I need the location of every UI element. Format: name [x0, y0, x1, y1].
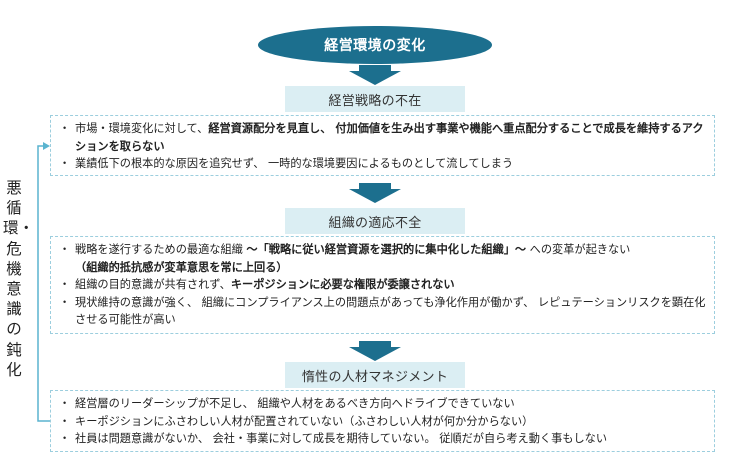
list-item: キーポジションにふさわしい人材が配置されていない（ふさわしい人材が何か分からない… [59, 413, 706, 431]
down-arrow-3 [349, 341, 401, 361]
stage-box-organization: 戦略を遂行するための最適な組織 ～「戦略に従い経営資源を選択的に集中化した組織」… [50, 236, 715, 334]
list-item: 現状維持の意識が強く、 組織にコンプライアンス上の問題点があっても浄化作用が働か… [59, 294, 706, 329]
list-item: 戦略を遂行するための最適な組織 ～「戦略に従い経営資源を選択的に集中化した組織」… [59, 241, 706, 276]
stage-header-strategy: 経営戦略の不在 [285, 86, 465, 112]
list-item: 市場・環境変化に対して、経営資源配分を見直し、 付加価値を生み出す事業や機能へ重… [59, 120, 706, 155]
list-item: 業績低下の根本的な原因を追究せず、 一時的な環境要因によるものとして流してしまう [59, 155, 706, 173]
list-item: 経営層のリーダーシップが不足し、 組織や人材をあるべき方向へドライブできていない [59, 395, 706, 413]
list-item: 社員は問題意識がないか、 会社・事業に対して成長を期待していない。 従順だが自ら… [59, 430, 706, 448]
stage-header-hr: 惰性の人材マネジメント [285, 362, 465, 388]
stage-header-organization: 組織の適応不全 [285, 208, 465, 234]
stage-box-strategy: 市場・環境変化に対して、経営資源配分を見直し、 付加価値を生み出す事業や機能へ重… [50, 115, 715, 176]
top-ellipse-title: 経営環境の変化 [258, 26, 492, 64]
down-arrow-2 [349, 183, 401, 203]
stage-box-hr: 経営層のリーダーシップが不足し、 組織や人材をあるべき方向へドライブできていない… [50, 390, 715, 452]
down-arrow-1 [349, 65, 401, 85]
list-item: 組織の目的意識が共有されず、キーポジションに必要な権限が委譲されない [59, 276, 706, 294]
feedback-label: 悪循環・危機意識の鈍化 [3, 179, 35, 379]
